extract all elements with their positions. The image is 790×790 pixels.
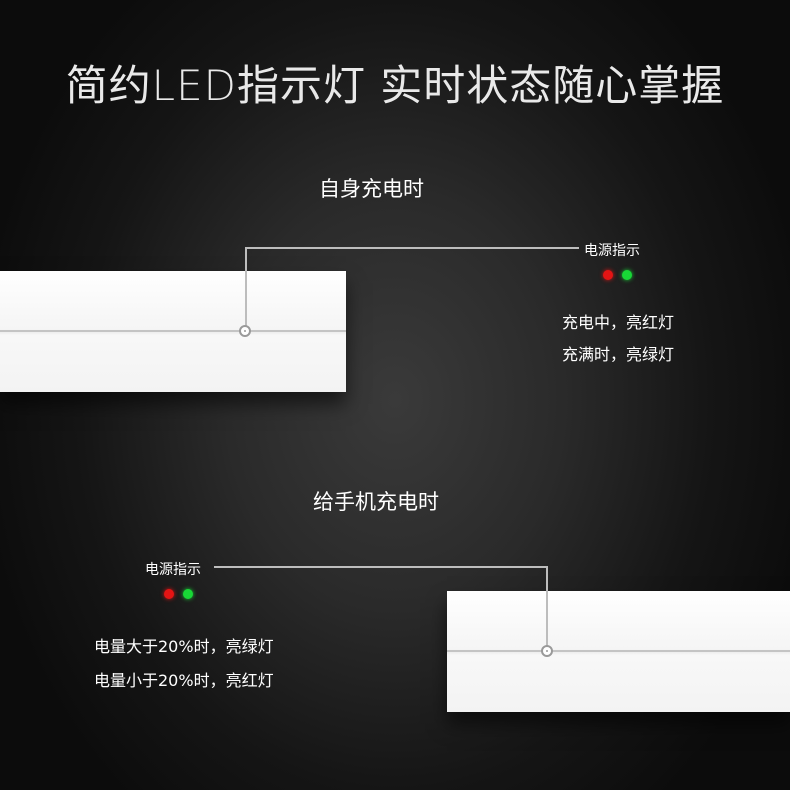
section-title-phone-charging: 给手机充电时 [313, 490, 439, 514]
power-bank-seam [447, 650, 790, 652]
power-bank-bottom [447, 591, 790, 712]
indicator-label-1: 电源指示 [584, 243, 640, 259]
indicator-label-2: 电源指示 [145, 562, 201, 578]
status-line-below-20: 电量小于20%时，亮红灯 [94, 671, 274, 690]
section-title-self-charging: 自身充电时 [319, 177, 424, 201]
callout-line-vertical-1 [245, 247, 247, 327]
power-bank-seam [0, 330, 346, 332]
green-led-dot-1 [622, 270, 632, 280]
callout-line-horizontal-2 [214, 566, 548, 568]
callout-line-vertical-2 [546, 566, 548, 646]
callout-line-horizontal-1 [245, 247, 579, 249]
power-bank-top [0, 271, 346, 392]
red-led-dot-1 [603, 270, 613, 280]
status-line-above-20: 电量大于20%时，亮绿灯 [94, 637, 274, 656]
headline: 简约LED指示灯 实时状态随心掌握 [65, 61, 725, 110]
indicator-led-marker-2 [541, 645, 553, 657]
green-led-dot-2 [183, 589, 193, 599]
indicator-led-marker-1 [239, 325, 251, 337]
status-line-full: 充满时，亮绿灯 [562, 345, 675, 364]
status-line-charging: 充电中，亮红灯 [562, 313, 675, 332]
red-led-dot-2 [164, 589, 174, 599]
